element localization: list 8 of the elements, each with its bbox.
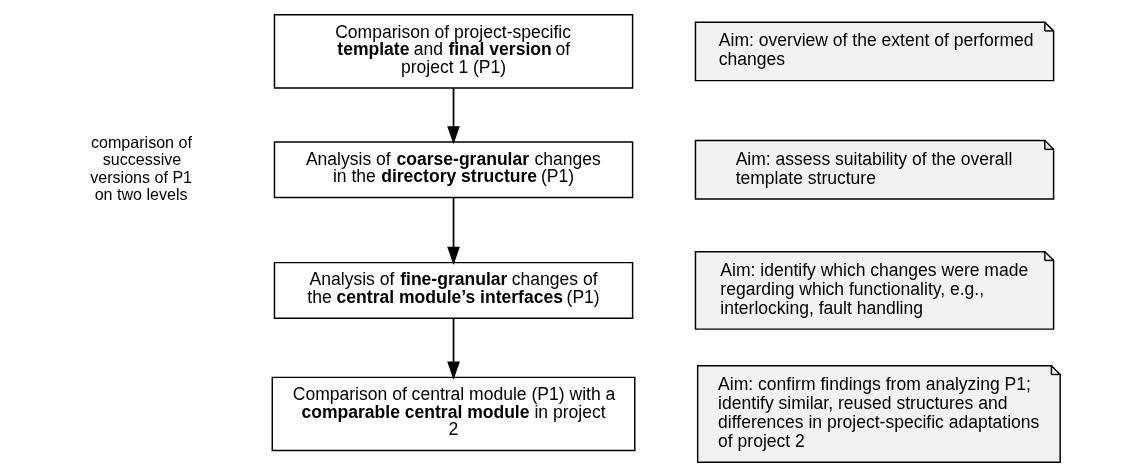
label: comparison of successive versions of P1 on two levels	[89, 132, 192, 203]
arrow	[446, 196, 460, 265]
arrow	[446, 317, 460, 380]
node-box: Analysis of fine-granular changes of the central module’s interfaces (P1)	[273, 261, 633, 319]
arrow	[446, 86, 460, 144]
node-box: Comparison of central module (P1) with a comparable central module in project 2	[271, 376, 636, 451]
node-box: Comparison of project-specific template and final version of project 1 (P1)	[273, 13, 633, 89]
node-box: Analysis of coarse-granular changes in the directory structure (P1)	[273, 140, 633, 198]
